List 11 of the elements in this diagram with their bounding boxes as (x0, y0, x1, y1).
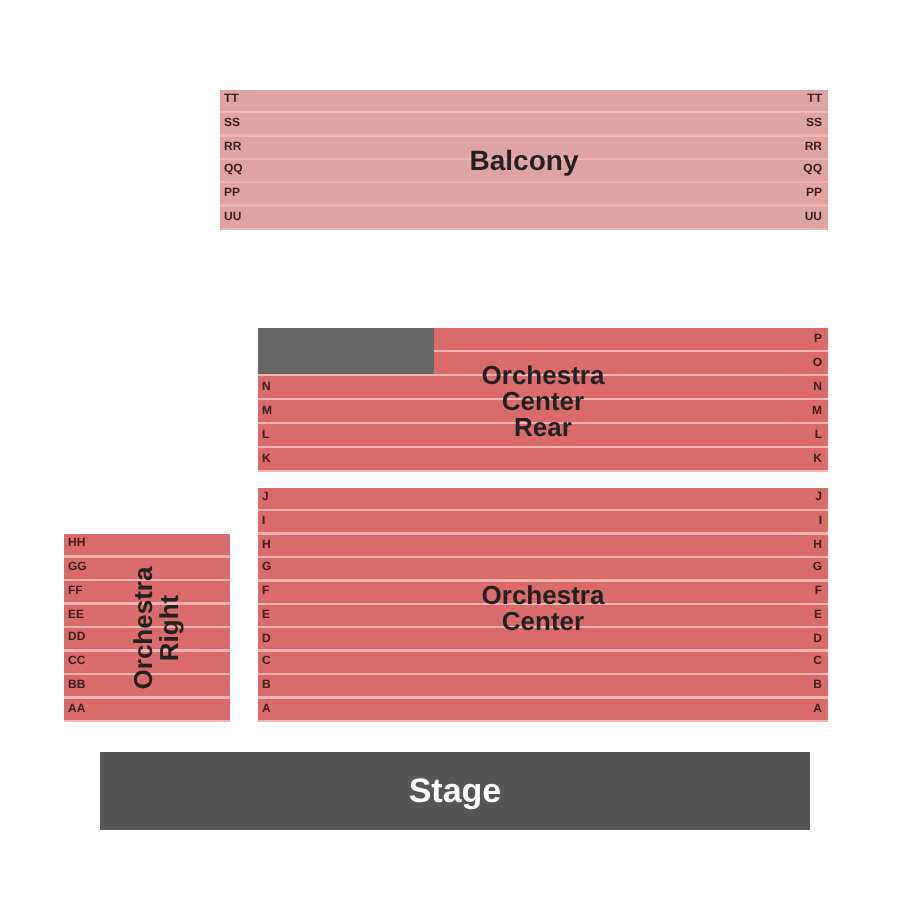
balcony-section (220, 90, 828, 230)
seating-section (258, 328, 828, 472)
section-label: Orchestra Right (129, 564, 181, 694)
section-label: Balcony (467, 146, 581, 174)
seating-section (64, 534, 230, 722)
section-label: Orchestra Center Rear (479, 361, 607, 439)
section-label: Orchestra Center (479, 581, 607, 634)
section-label: Stage (406, 774, 504, 808)
blocked-area (258, 328, 434, 374)
stage-area (100, 752, 810, 830)
seating-section (258, 488, 828, 722)
